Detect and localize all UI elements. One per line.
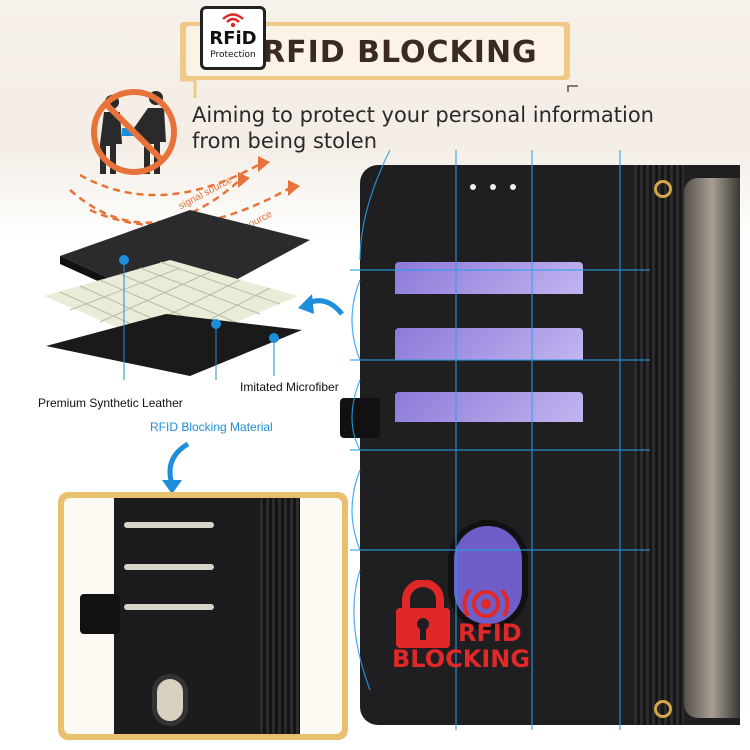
microfiber-label: Imitated Microfiber	[240, 380, 339, 394]
case-badge-line2: BLOCKING	[392, 645, 531, 673]
banner-title: RFID BLOCKING	[262, 34, 538, 70]
lanyard-ring	[654, 180, 672, 198]
card-slot	[124, 564, 214, 570]
badge-text: RFiD	[209, 28, 257, 49]
case-stripes	[634, 165, 684, 725]
material-layers	[44, 210, 310, 380]
banner-bracket	[180, 78, 578, 98]
slot-pocket	[380, 360, 600, 380]
subtitle: Aiming to protect your personal informat…	[192, 102, 692, 154]
card-slot	[124, 522, 214, 528]
rfid-protection-badge	[200, 6, 266, 70]
premium-leather-label: Premium Synthetic Leather	[38, 396, 183, 410]
slot-pocket	[380, 294, 600, 314]
arrow-down-icon	[162, 441, 190, 494]
dot	[470, 184, 476, 190]
arrow-left-icon	[298, 294, 344, 316]
no-theft-icon	[91, 89, 177, 175]
phone-edge	[684, 178, 740, 718]
finger-hole	[152, 674, 188, 726]
badge-subtext: Protection	[210, 50, 256, 60]
case-badge-line1: RFID	[458, 619, 522, 647]
subtitle-line-1: Aiming to protect your personal informat…	[192, 103, 654, 127]
case-clasp	[340, 398, 380, 438]
signal-blocked-icon	[462, 588, 510, 618]
padlock-icon	[396, 580, 450, 648]
premium-leather-layer	[60, 210, 310, 310]
lanyard-ring	[654, 700, 672, 718]
card-slot	[124, 604, 214, 610]
clasp	[80, 594, 120, 634]
microfiber-layer	[46, 314, 302, 376]
dot	[510, 184, 516, 190]
rfid-material-label: RFID Blocking Material	[150, 420, 273, 434]
dot	[490, 184, 496, 190]
rfid-shield-lines	[350, 150, 650, 730]
wifi-signal-icon	[222, 13, 244, 28]
subtitle-line-2: from being stolen	[192, 129, 378, 153]
finger-hole-window	[448, 520, 528, 630]
closeup-panel	[64, 498, 342, 734]
slot-pocket	[380, 422, 600, 442]
stitched-spine	[260, 498, 300, 734]
